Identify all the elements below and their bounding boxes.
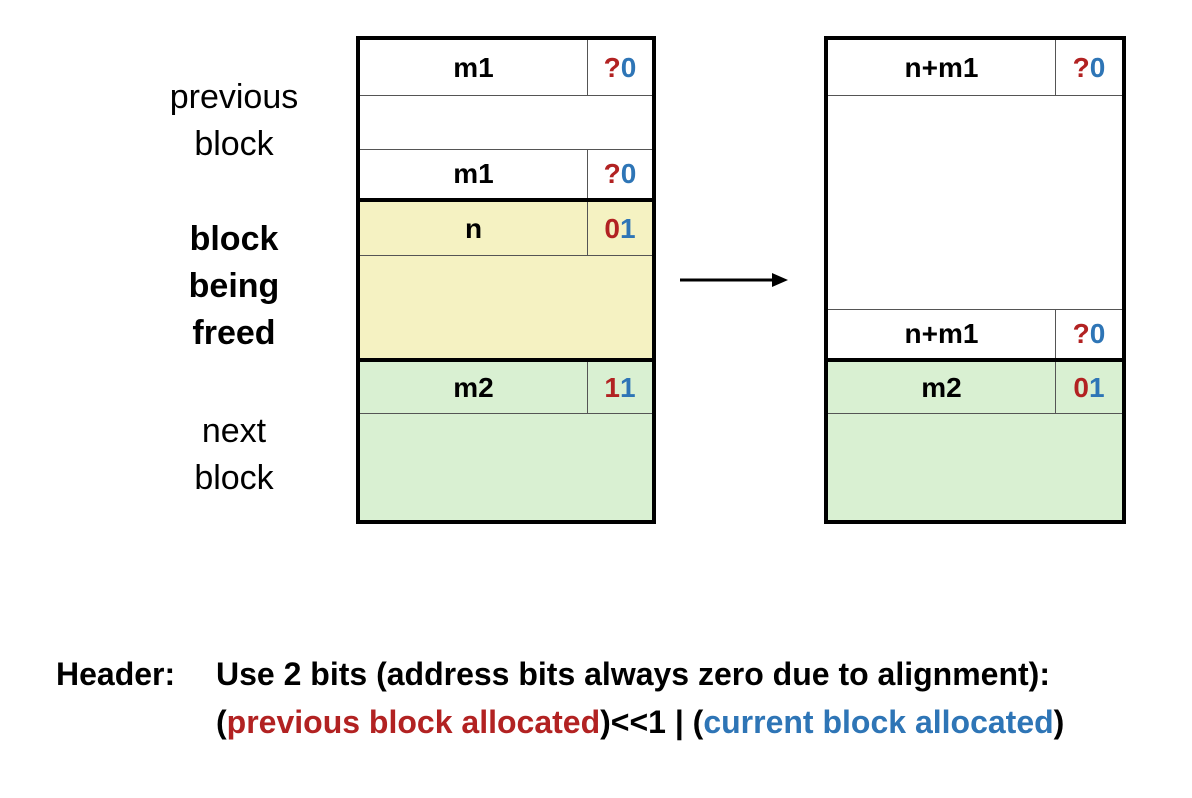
caption-paren: ) bbox=[1053, 704, 1065, 740]
curr-alloc-bit: 1 bbox=[1089, 371, 1105, 403]
next-block-payload bbox=[360, 414, 652, 520]
prev-alloc-bit: 1 bbox=[604, 371, 620, 403]
caption-prev-allocated: previous block allocated bbox=[226, 704, 601, 740]
curr-alloc-bit: 0 bbox=[1089, 318, 1106, 349]
merged-block-payload bbox=[828, 96, 1122, 310]
header-size: m2 bbox=[360, 362, 588, 413]
block-boundary bbox=[360, 358, 652, 362]
caption-paren: ( bbox=[216, 704, 227, 740]
curr-alloc-bit: 1 bbox=[620, 212, 636, 244]
freed-block-payload bbox=[360, 256, 652, 358]
curr-alloc-bit: 1 bbox=[620, 371, 636, 403]
next-block-payload bbox=[828, 414, 1122, 520]
prev-block-header: m1 ?0 bbox=[360, 40, 652, 96]
label-line: being bbox=[188, 267, 280, 305]
prev-alloc-bit: ? bbox=[603, 158, 621, 189]
transition-arrow-icon bbox=[680, 273, 788, 287]
label-line: previous bbox=[169, 78, 299, 116]
header-size: n bbox=[360, 202, 588, 255]
footer-size: n+m1 bbox=[828, 310, 1056, 358]
prev-alloc-bit: ? bbox=[1072, 318, 1090, 349]
label-line: block bbox=[189, 220, 279, 258]
prev-block-payload bbox=[360, 96, 652, 150]
caption-line-2: (previous block allocated)<<1 | (current… bbox=[216, 698, 1064, 746]
header-size: n+m1 bbox=[828, 40, 1056, 95]
curr-alloc-bit: 0 bbox=[1089, 51, 1106, 83]
label-previous-block: previous block bbox=[156, 74, 312, 168]
label-line: next bbox=[201, 412, 267, 450]
prev-alloc-bit: 0 bbox=[1073, 371, 1089, 403]
header-bits: ?0 bbox=[588, 40, 652, 95]
header-size: m1 bbox=[360, 40, 588, 95]
label-line: block bbox=[194, 125, 274, 163]
block-boundary bbox=[828, 358, 1122, 362]
header-size: m2 bbox=[828, 362, 1056, 413]
label-line: freed bbox=[192, 314, 276, 352]
merged-block-header: n+m1 ?0 bbox=[828, 40, 1122, 96]
header-bits: ?0 bbox=[1056, 40, 1122, 95]
prev-alloc-bit: 0 bbox=[604, 212, 620, 244]
merged-block-footer: n+m1 ?0 bbox=[828, 310, 1122, 358]
caption-operator: )<<1 | ( bbox=[600, 704, 704, 740]
block-boundary bbox=[360, 198, 652, 202]
prev-alloc-bit: ? bbox=[1072, 51, 1090, 83]
prev-block-footer: m1 ?0 bbox=[360, 150, 652, 198]
label-line: block bbox=[194, 459, 274, 497]
curr-alloc-bit: 0 bbox=[620, 51, 637, 83]
caption-curr-allocated: current block allocated bbox=[703, 704, 1054, 740]
footer-bits: ?0 bbox=[588, 150, 652, 198]
footer-size: m1 bbox=[360, 150, 588, 198]
label-next-block: next block bbox=[156, 408, 312, 502]
footer-bits: ?0 bbox=[1056, 310, 1122, 358]
label-block-being-freed: block being freed bbox=[156, 216, 312, 357]
prev-alloc-bit: ? bbox=[603, 51, 621, 83]
caption-line-1: Use 2 bits (address bits always zero due… bbox=[216, 656, 1050, 692]
caption-header-label: Header: bbox=[56, 656, 176, 692]
curr-alloc-bit: 0 bbox=[620, 158, 637, 189]
